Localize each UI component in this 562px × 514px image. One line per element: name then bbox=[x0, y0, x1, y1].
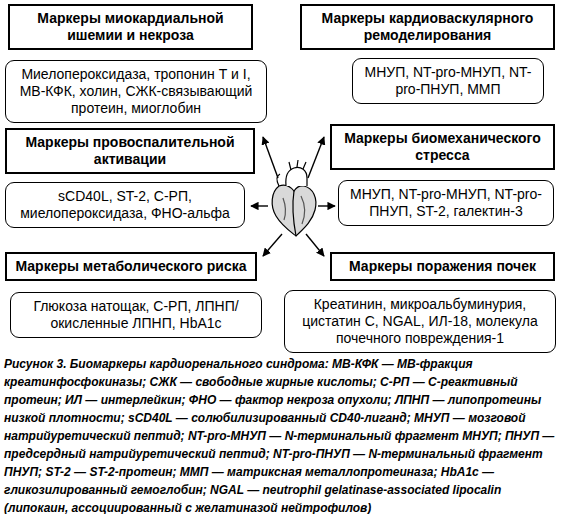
node-text: Маркеры биомеханического стресса bbox=[340, 130, 545, 164]
node-text: Маркеры кардиоваскулярного ремоделирован… bbox=[310, 10, 545, 44]
marker-list-box: Креатинин, микроальбуминурия, цистатин С… bbox=[284, 290, 556, 353]
node-text: Маркеры провоспалительной активации bbox=[15, 134, 245, 168]
figure-caption: Рисунок 3. Биомаркеры кардиоренального с… bbox=[4, 355, 558, 514]
category-heading-box: Маркеры провоспалительной активации bbox=[5, 128, 255, 174]
node-text: Маркеры миокардиальной ишемии и некроза bbox=[18, 10, 243, 44]
marker-list-box: Миелопероксидаза, тропонин Т и I, МВ-КФК… bbox=[5, 60, 267, 123]
marker-list-box: МНУП, NT-pro-МНУП, NT-pro-ПНУП, ST-2, га… bbox=[338, 180, 554, 226]
category-heading-box: Маркеры поражения почек bbox=[330, 252, 555, 281]
node-text: МНУП, NT-pro-МНУП, NT-pro-ПНУП, ММП bbox=[361, 64, 535, 98]
marker-list-box: МНУП, NT-pro-МНУП, NT-pro-ПНУП, ММП bbox=[352, 58, 544, 104]
node-text: МНУП, NT-pro-МНУП, NT-pro-ПНУП, ST-2, га… bbox=[347, 186, 545, 220]
category-heading-box: Маркеры биомеханического стресса bbox=[330, 124, 555, 170]
node-text: Креатинин, микроальбуминурия, цистатин С… bbox=[293, 296, 547, 347]
node-text: Миелопероксидаза, тропонин Т и I, МВ-КФК… bbox=[14, 66, 258, 117]
heart bbox=[272, 160, 316, 236]
category-heading-box: Маркеры миокардиальной ишемии и некроза bbox=[8, 4, 253, 50]
node-text: Маркеры поражения почек bbox=[340, 258, 545, 275]
category-heading-box: Маркеры метаболического риска bbox=[5, 252, 257, 281]
node-text: sCD40L, ST-2, С-РП, миелопероксидаза, ФН… bbox=[14, 188, 236, 222]
marker-list-box: sCD40L, ST-2, С-РП, миелопероксидаза, ФН… bbox=[5, 182, 245, 228]
category-heading-box: Маркеры кардиоваскулярного ремоделирован… bbox=[300, 4, 555, 50]
arrows bbox=[251, 137, 335, 256]
node-text: Глюкоза натощак, С-РП, ЛПНП/окисленные Л… bbox=[19, 298, 253, 332]
marker-list-box: Глюкоза натощак, С-РП, ЛПНП/окисленные Л… bbox=[10, 292, 262, 338]
node-text: Маркеры метаболического риска bbox=[15, 258, 247, 275]
